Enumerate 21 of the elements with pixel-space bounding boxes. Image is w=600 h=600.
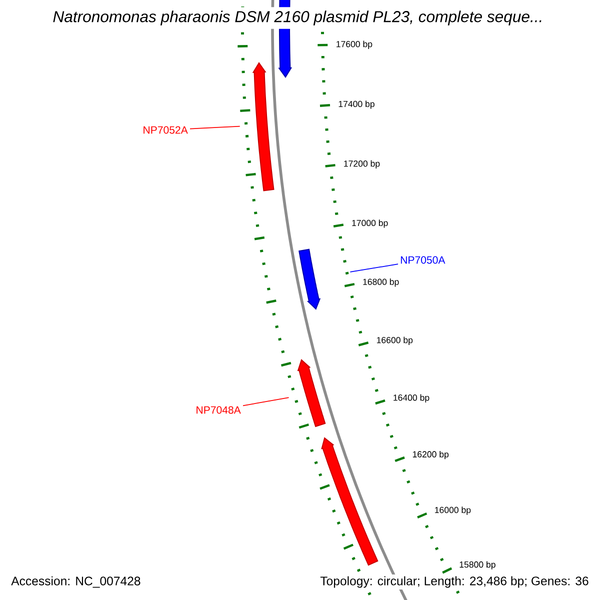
tick-label: 16400 bp	[394, 394, 430, 402]
gene-arrow	[321, 437, 378, 566]
leader-line	[242, 397, 290, 406]
tick-label: 16600 bp	[377, 336, 413, 345]
tick-label: 16200 bp	[412, 450, 449, 460]
tick-label: 17000 bp	[352, 220, 388, 228]
tick-label: 17400 bp	[338, 100, 374, 109]
tick-label: 16800 bp	[363, 278, 399, 287]
gene-label: NP7052A	[144, 126, 188, 134]
leader-line	[190, 126, 240, 130]
leader-line	[350, 264, 398, 272]
gene-label: NP7050A	[400, 256, 446, 264]
map-title: Natronomonas pharaonis DSM 2160 plasmid PL23, complete seque...	[49, 7, 547, 29]
gene-label: NP7048A	[196, 406, 241, 414]
accession-text: Accession: NC_007428	[9, 574, 143, 590]
summary-text: Topology: circular; Length: 23,486 bp; Genes: 36	[318, 574, 591, 590]
tick-label: 16000 bp	[435, 506, 471, 515]
tick-label: 15800 bp	[460, 561, 496, 570]
tick-label: 17600 bp	[336, 40, 372, 49]
tick-label: 17200 bp	[344, 160, 380, 168]
gene-arrow	[298, 248, 321, 310]
